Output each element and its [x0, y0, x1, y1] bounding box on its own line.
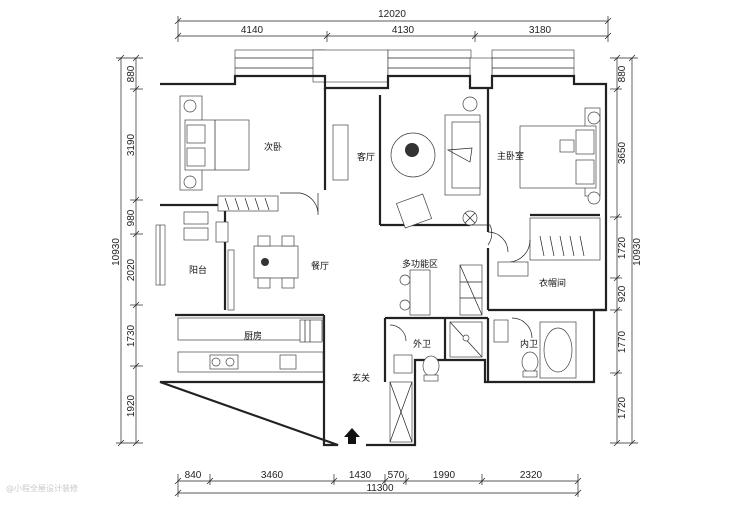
room-label-walk-in-closet: 衣帽间 [539, 277, 566, 289]
multifunction-furniture [399, 224, 493, 316]
room-label-dining-room: 餐厅 [311, 260, 329, 272]
room-label-balcony: 阳台 [189, 264, 207, 276]
bottom-dimension-3: 1430 [349, 470, 372, 481]
watermark-text: @小程全屋设计装修 [6, 483, 78, 493]
bottom-dimension-2: 3460 [261, 470, 284, 481]
top-dimension-lines [174, 16, 612, 42]
entrance-arrow-icon [344, 428, 360, 444]
bottom-dimension-5: 1990 [433, 470, 456, 481]
bottom-total-dimension: 11300 [366, 483, 394, 494]
top-total-dimension: 12020 [378, 9, 406, 20]
top-dimension-3: 3180 [529, 25, 552, 36]
top-dimension-1: 4140 [241, 25, 264, 36]
left-dimension-6: 1920 [126, 394, 137, 417]
right-dimension-lines [610, 54, 638, 447]
top-dimension-2: 4130 [392, 25, 415, 36]
right-dimension-3: 1720 [617, 236, 628, 259]
left-dimension-2: 3190 [126, 133, 137, 156]
bottom-dimension-6: 2320 [520, 470, 543, 481]
left-dimension-3: 980 [126, 209, 137, 226]
dining-furniture [215, 221, 299, 311]
master-bedroom-furniture [487, 107, 601, 277]
room-label-master-bathroom: 内卫 [520, 338, 538, 350]
right-dimension-6: 1720 [617, 396, 628, 419]
right-total-dimension: 10930 [632, 238, 643, 266]
left-dimension-1: 880 [126, 65, 137, 82]
interior-walls [160, 88, 606, 382]
kitchen-furniture [177, 317, 324, 373]
left-dimension-5: 1730 [126, 324, 137, 347]
room-label-guest-bathroom: 外卫 [413, 338, 431, 350]
right-dimension-4: 920 [617, 285, 628, 302]
right-dimension-5: 1770 [617, 330, 628, 353]
right-dimension-1: 880 [617, 65, 628, 82]
guest-bathroom-fixtures [389, 321, 483, 382]
left-dimension-4: 2020 [126, 258, 137, 281]
living-room-furniture [332, 96, 481, 229]
second-bedroom-furniture [179, 95, 319, 241]
right-dimension-2: 3650 [617, 141, 628, 164]
left-dimension-lines [116, 54, 143, 447]
entrance-fixtures [389, 381, 413, 443]
room-label-entrance: 玄关 [352, 372, 370, 384]
room-label-living-room: 客厅 [357, 151, 375, 163]
top-windows [234, 49, 575, 89]
room-label-kitchen: 厨房 [244, 330, 262, 342]
left-total-dimension: 10930 [111, 238, 122, 266]
room-label-multifunction: 多功能区 [402, 258, 438, 270]
room-label-master-bedroom: 主卧室 [497, 150, 524, 162]
bottom-dimension-1: 840 [185, 470, 202, 481]
room-label-second-bedroom: 次卧 [264, 141, 282, 153]
bottom-dimension-lines [174, 474, 582, 497]
master-bathroom-fixtures [493, 317, 577, 379]
bottom-dimension-4: 570 [388, 470, 405, 481]
